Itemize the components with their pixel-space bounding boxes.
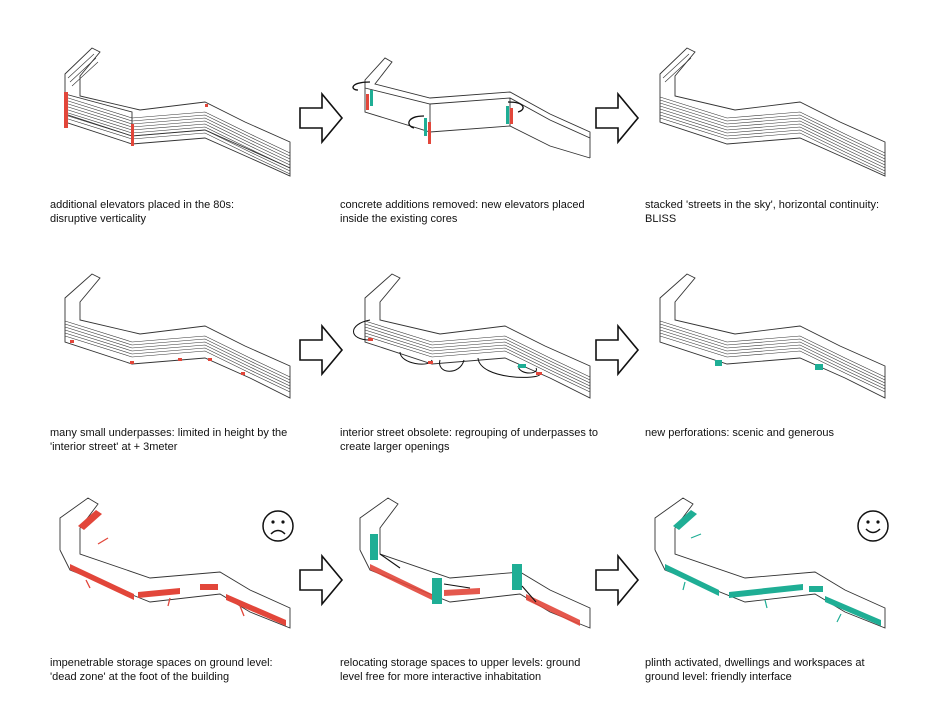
building-plan [359, 497, 591, 629]
arrow-right-icon [298, 90, 344, 146]
regroup-arrow-icon [353, 319, 541, 378]
caption: many small underpasses: limited in heigh… [50, 427, 288, 453]
sad-face-icon [260, 508, 296, 544]
panel-regroup-underpasses: interior street obsolete: regrouping of … [340, 268, 600, 468]
building-axonometric [353, 273, 591, 399]
arrow-right-icon [298, 552, 344, 608]
elevator-red [64, 92, 68, 128]
panel-small-underpasses: many small underpasses: limited in heigh… [50, 268, 310, 468]
caption: relocating storage spaces to upper level… [340, 657, 581, 683]
happy-face-icon [855, 508, 891, 544]
panel-plinth-activated: plinth activated, dwellings and workspac… [645, 497, 905, 698]
arrow-right-icon [594, 552, 640, 608]
underpass-red [70, 340, 245, 375]
building-axonometric [659, 47, 886, 177]
caption: impenetrable storage spaces on ground le… [50, 657, 273, 683]
caption: stacked 'streets in the sky', horizontal… [645, 199, 880, 225]
rotate-arrow-icon [352, 81, 524, 129]
caption: interior street obsolete: regrouping of … [340, 427, 599, 453]
panel-new-perforations: new perforations: scenic and generous [645, 268, 905, 468]
panel-storage-dead-zone: impenetrable storage spaces on ground le… [50, 497, 310, 698]
elevator-teal [424, 118, 427, 136]
perforation-teal [715, 360, 823, 370]
building-plan [59, 497, 291, 629]
elevator-red [131, 124, 134, 146]
storage-red [70, 510, 286, 626]
arrow-right-icon [298, 322, 344, 378]
panel-elevators-80s: additional elevators placed in the 80s:d… [50, 38, 310, 238]
building-axonometric [64, 273, 291, 399]
dwelling-teal [665, 510, 881, 626]
panel-relocating-storage: relocating storage spaces to upper level… [340, 497, 600, 698]
panel-streets-in-sky: stacked 'streets in the sky', horizontal… [645, 38, 905, 238]
elevator-red [205, 104, 208, 107]
elevator-teal [506, 106, 509, 124]
building-axonometric [64, 47, 291, 177]
caption: plinth activated, dwellings and workspac… [645, 657, 865, 683]
caption: additional elevators placed in the 80s:d… [50, 199, 235, 225]
panel-elevators-relocated: concrete additions removed: new elevator… [340, 38, 600, 238]
arrow-right-icon [594, 90, 640, 146]
building-axonometric [659, 273, 886, 399]
caption: concrete additions removed: new elevator… [340, 199, 585, 225]
elevator-teal [370, 90, 373, 106]
building-plan [654, 497, 886, 629]
storage-teal-tower [370, 534, 522, 604]
caption: new perforations: scenic and generous [645, 427, 834, 439]
arrow-right-icon [594, 322, 640, 378]
building-axonometric [352, 57, 591, 159]
